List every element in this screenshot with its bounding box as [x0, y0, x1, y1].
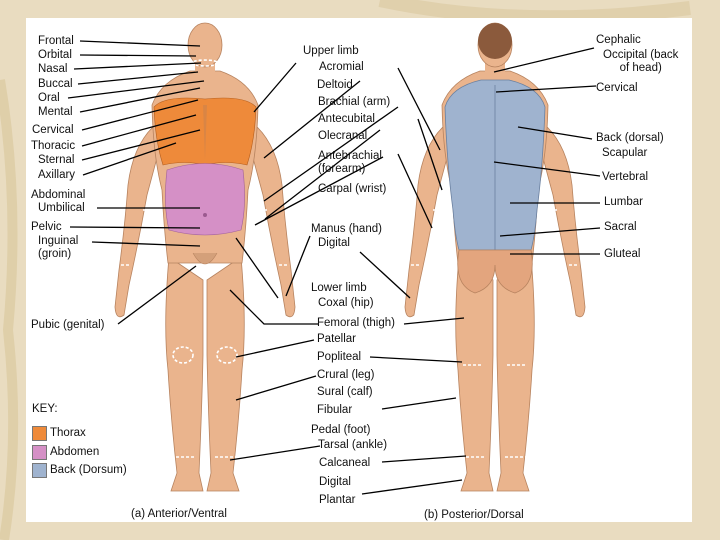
label-plantar: Plantar: [319, 494, 356, 506]
label-digital-foot: Digital: [319, 476, 351, 488]
label-olecranal: Olecranal: [318, 130, 368, 142]
label-lumbar: Lumbar: [604, 196, 643, 208]
label-manus: Manus (hand): [311, 223, 382, 235]
key-title: KEY:: [32, 403, 58, 415]
label-femoral: Femoral (thigh): [317, 317, 395, 329]
label-occipital: Occipital (back of head): [603, 49, 679, 74]
label-fibular: Fibular: [317, 404, 353, 416]
key-back-label: Back (Dorsum): [50, 464, 127, 476]
label-cephalic: Cephalic: [596, 34, 641, 46]
label-sternal: Sternal: [38, 154, 75, 166]
label-nasal: Nasal: [38, 63, 68, 75]
label-patellar: Patellar: [317, 333, 356, 345]
label-calcaneal: Calcaneal: [319, 457, 371, 469]
label-cervical-posterior: Cervical: [596, 82, 638, 94]
label-antecubital: Antecubital: [318, 113, 375, 125]
label-upper-limb: Upper limb: [303, 45, 359, 57]
label-digital-hand: Digital: [318, 237, 350, 249]
label-crural: Crural (leg): [317, 369, 375, 381]
posterior-figure: [404, 22, 586, 492]
leader-lines: [67, 40, 601, 495]
label-pedal: Pedal (foot): [311, 424, 371, 436]
label-mental: Mental: [38, 106, 73, 118]
label-pubic: Pubic (genital): [31, 319, 105, 331]
key-abdomen-label: Abdomen: [50, 446, 100, 458]
abdomen-swatch: [32, 445, 47, 460]
label-gluteal: Gluteal: [604, 248, 641, 260]
abdomen-region: [165, 163, 245, 236]
label-deltoid: Deltoid: [317, 79, 353, 91]
thorax-swatch: [32, 426, 47, 441]
caption-posterior: (b) Posterior/Dorsal: [424, 509, 524, 521]
caption-anterior: (a) Anterior/Ventral: [131, 508, 227, 520]
label-tarsal: Tarsal (ankle): [318, 439, 388, 451]
label-sural: Sural (calf): [317, 386, 373, 398]
label-buccal: Buccal: [38, 78, 73, 90]
key-thorax-label: Thorax: [50, 427, 86, 439]
label-axillary: Axillary: [38, 169, 76, 181]
label-thoracic: Thoracic: [31, 140, 76, 152]
label-cervical-anterior: Cervical: [32, 124, 74, 136]
label-pelvic: Pelvic: [31, 221, 62, 233]
label-sacral: Sacral: [604, 221, 637, 233]
label-scapular: Scapular: [602, 147, 648, 159]
label-carpal: Carpal (wrist): [318, 183, 387, 195]
label-antebrachial: Antebrachial (forearm): [318, 150, 382, 175]
back-swatch: [32, 463, 47, 478]
label-inguinal: Inguinal (groin): [38, 235, 79, 260]
label-lower-limb: Lower limb: [311, 282, 367, 294]
label-brachial: Brachial (arm): [318, 96, 391, 108]
label-orbital: Orbital: [38, 49, 72, 61]
label-back-dorsal: Back (dorsal): [596, 132, 664, 144]
label-acromial: Acromial: [319, 61, 364, 73]
anterior-figure: [114, 22, 296, 492]
label-frontal: Frontal: [38, 35, 74, 47]
label-popliteal: Popliteal: [317, 351, 362, 363]
label-umbilical: Umbilical: [38, 202, 85, 214]
label-vertebral: Vertebral: [602, 171, 649, 183]
label-oral: Oral: [38, 92, 60, 104]
label-abdominal: Abdominal: [31, 189, 86, 201]
label-coxal: Coxal (hip): [318, 297, 374, 309]
